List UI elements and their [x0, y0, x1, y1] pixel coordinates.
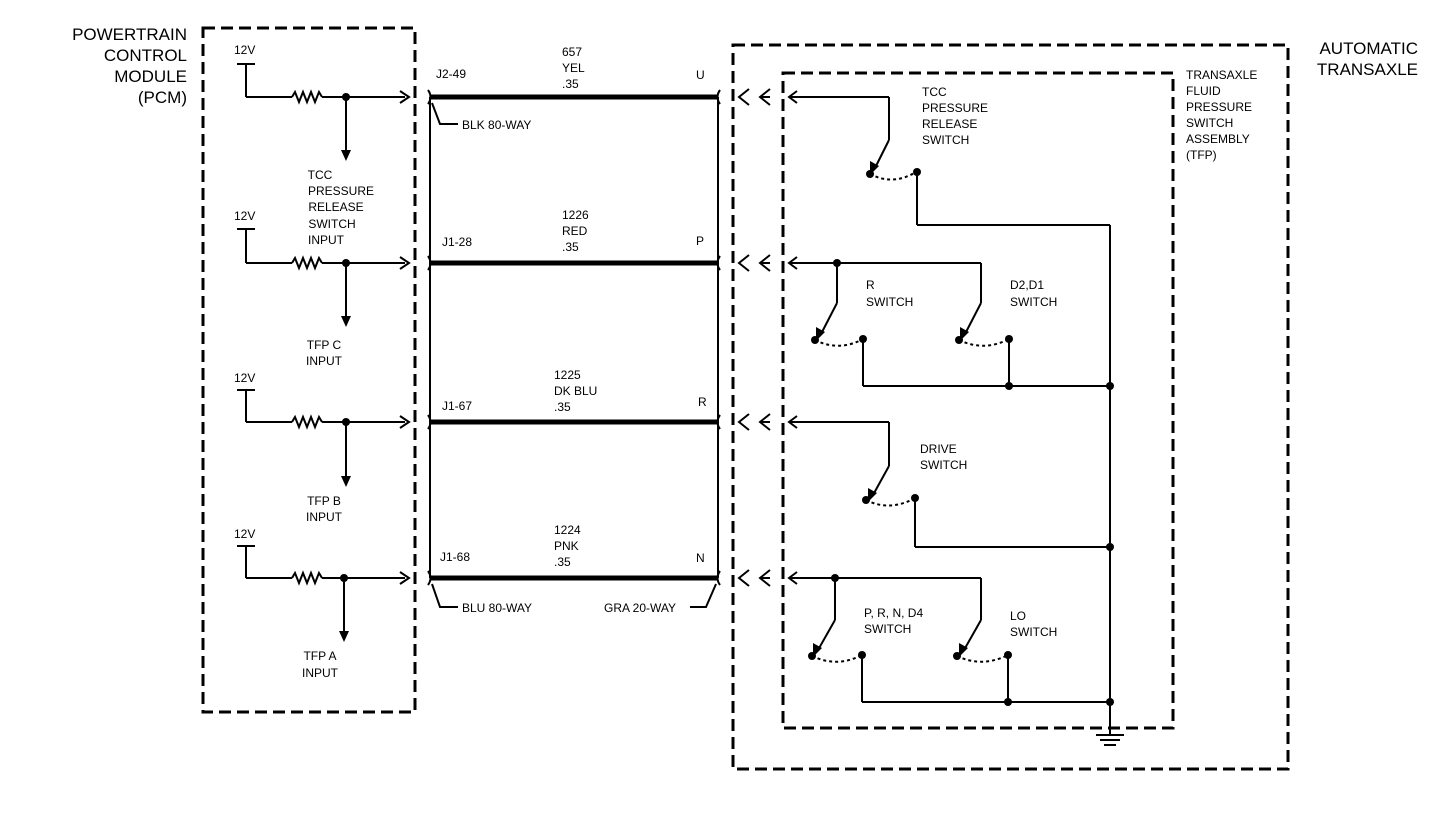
- svg-text:1226: 1226: [562, 208, 589, 222]
- svg-text:1224: 1224: [554, 523, 581, 537]
- svg-text:TCC: TCC: [308, 168, 333, 182]
- svg-text:PRESSURE: PRESSURE: [308, 184, 374, 198]
- svg-text:TFP C: TFP C: [307, 338, 342, 352]
- svg-text:D2,D1: D2,D1: [1010, 278, 1044, 292]
- switch-label-lo: LO SWITCH: [1010, 609, 1057, 639]
- svg-text:TRANSAXLE: TRANSAXLE: [1186, 68, 1257, 82]
- svg-text:P, R, N, D4: P, R, N, D4: [864, 606, 923, 620]
- input-label-tfp-a: TFP A INPUT: [302, 649, 339, 680]
- svg-text:RED: RED: [562, 224, 588, 238]
- connector-label-blk: BLK 80-WAY: [462, 118, 531, 132]
- connector-label-blu: BLU 80-WAY: [462, 601, 532, 615]
- svg-text:R: R: [698, 395, 707, 409]
- input-label-tfp-b: TFP B INPUT: [306, 494, 343, 524]
- switch-label-d2d1: D2,D1 SWITCH: [1010, 278, 1057, 309]
- svg-text:INPUT: INPUT: [306, 510, 343, 524]
- ground-icon: [1096, 734, 1124, 746]
- transaxle-box: [731, 43, 1290, 771]
- svg-text:.35: .35: [554, 400, 571, 414]
- circuit-label-4: J1-68 1224 PNK .35 N: [440, 523, 705, 569]
- svg-text:INPUT: INPUT: [306, 354, 343, 368]
- harness: [427, 89, 721, 608]
- svg-text:U: U: [696, 68, 705, 82]
- voltage-label: 12V: [234, 43, 255, 57]
- svg-text:J1-28: J1-28: [442, 235, 472, 249]
- tfp-wiring: [789, 96, 1114, 735]
- circuit-label-3: J1-67 1225 DK BLU .35 R: [442, 368, 707, 414]
- svg-text:SWITCH: SWITCH: [922, 133, 969, 147]
- svg-text:R: R: [866, 278, 875, 292]
- svg-text:PRESSURE: PRESSURE: [1186, 100, 1252, 114]
- svg-text:AUTOMATIC: AUTOMATIC: [1319, 39, 1418, 58]
- svg-text:N: N: [696, 551, 705, 565]
- voltage-label: 12V: [234, 527, 255, 541]
- svg-text:.35: .35: [562, 77, 579, 91]
- tfp-assembly-title: TRANSAXLE FLUID PRESSURE SWITCH ASSEMBLY…: [1186, 68, 1257, 162]
- svg-text:MODULE: MODULE: [114, 67, 187, 86]
- switch-label-r: R SWITCH: [866, 278, 913, 309]
- transaxle-title: AUTOMATIC TRANSAXLE: [1317, 39, 1418, 79]
- pcm-circuit-2: 12V: [234, 209, 411, 327]
- pcm-circuit-3: 12V: [234, 371, 411, 487]
- pcm-circuit-4: 12V: [234, 527, 411, 642]
- svg-text:(PCM): (PCM): [138, 88, 187, 107]
- switch-label-tcc: TCC PRESSURE RELEASE SWITCH: [922, 85, 988, 147]
- pcm-box: [201, 26, 417, 714]
- svg-text:(TFP): (TFP): [1186, 148, 1217, 162]
- circuit-label-2: J1-28 1226 RED .35 P: [442, 208, 704, 254]
- svg-text:SWITCH: SWITCH: [866, 295, 913, 309]
- svg-text:.35: .35: [554, 555, 571, 569]
- switch-label-prnd4: P, R, N, D4 SWITCH: [864, 606, 923, 636]
- svg-text:J1-67: J1-67: [442, 399, 472, 413]
- svg-text:J1-68: J1-68: [440, 550, 470, 564]
- circuit-label-1: J2-49 657 YEL .35 U: [436, 45, 705, 91]
- svg-text:P: P: [696, 234, 704, 248]
- svg-text:SWITCH: SWITCH: [308, 217, 355, 231]
- svg-text:LO: LO: [1010, 609, 1026, 623]
- svg-text:INPUT: INPUT: [302, 666, 339, 680]
- svg-text:TFP A: TFP A: [303, 649, 336, 663]
- svg-text:DRIVE: DRIVE: [920, 442, 957, 456]
- tfp-assembly-box: [781, 71, 1175, 730]
- svg-text:TCC: TCC: [922, 85, 947, 99]
- svg-text:INPUT: INPUT: [308, 233, 345, 247]
- svg-text:POWERTRAIN: POWERTRAIN: [72, 25, 187, 44]
- svg-text:.35: .35: [562, 240, 579, 254]
- svg-text:RELEASE: RELEASE: [922, 117, 977, 131]
- svg-text:PNK: PNK: [554, 539, 579, 553]
- svg-text:657: 657: [562, 45, 582, 59]
- voltage-label: 12V: [234, 371, 255, 385]
- svg-text:RELEASE: RELEASE: [308, 200, 363, 214]
- voltage-label: 12V: [234, 209, 255, 223]
- svg-text:CONTROL: CONTROL: [104, 46, 187, 65]
- input-label-tcc: TCC PRESSURE RELEASE SWITCH INPUT: [308, 168, 374, 247]
- svg-text:SWITCH: SWITCH: [1186, 116, 1233, 130]
- svg-text:TRANSAXLE: TRANSAXLE: [1317, 60, 1418, 79]
- svg-text:DK BLU: DK BLU: [554, 384, 597, 398]
- svg-text:SWITCH: SWITCH: [1010, 295, 1057, 309]
- svg-text:TFP B: TFP B: [307, 494, 341, 508]
- svg-text:YEL: YEL: [562, 61, 585, 75]
- svg-text:SWITCH: SWITCH: [920, 458, 967, 472]
- switch-label-drive: DRIVE SWITCH: [920, 442, 967, 472]
- input-label-tfp-c: TFP C INPUT: [306, 338, 343, 368]
- svg-text:J2-49: J2-49: [436, 67, 466, 81]
- connector-label-gra: GRA 20-WAY: [604, 601, 676, 615]
- transaxle-connectors: [737, 88, 798, 587]
- svg-text:ASSEMBLY: ASSEMBLY: [1186, 132, 1250, 146]
- svg-text:1225: 1225: [554, 368, 581, 382]
- svg-text:SWITCH: SWITCH: [864, 622, 911, 636]
- svg-text:SWITCH: SWITCH: [1010, 625, 1057, 639]
- pcm-title: POWERTRAIN CONTROL MODULE (PCM): [72, 25, 187, 107]
- svg-text:PRESSURE: PRESSURE: [922, 101, 988, 115]
- pcm-circuit-1: 12V: [234, 43, 411, 161]
- svg-text:FLUID: FLUID: [1186, 84, 1221, 98]
